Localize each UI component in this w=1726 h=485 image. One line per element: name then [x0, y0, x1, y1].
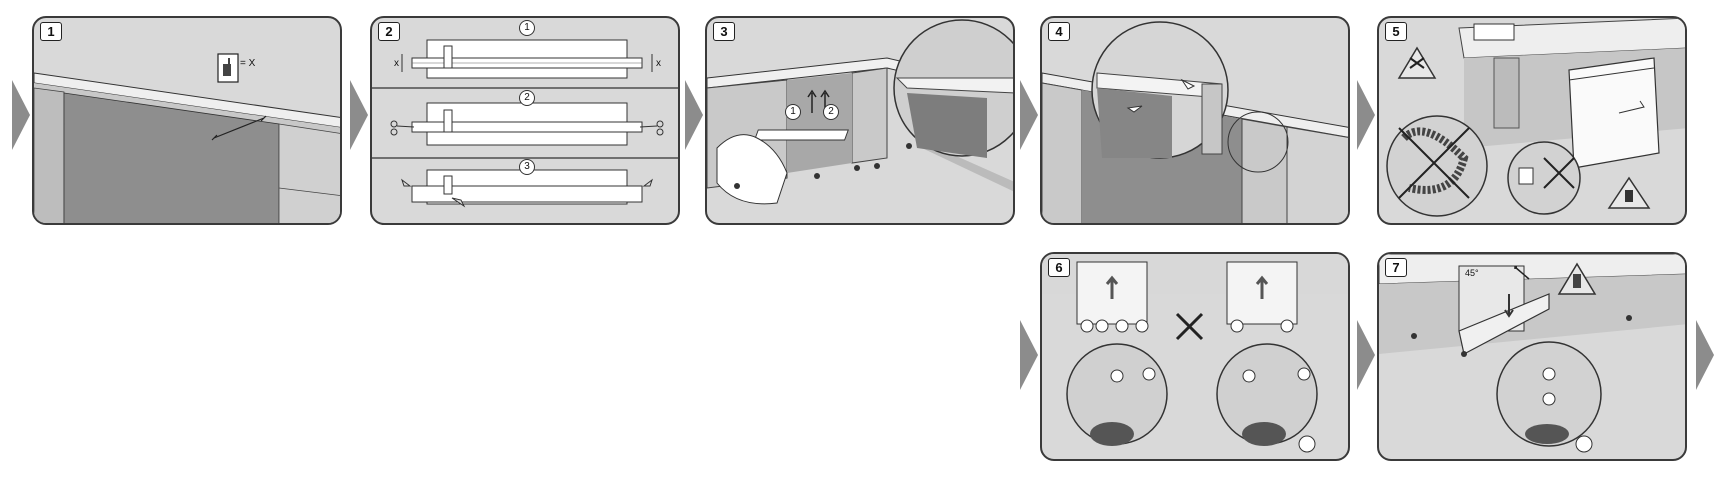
step-panel-1: 1 = X [32, 16, 342, 225]
step-panel-3: 3 1 2 [705, 16, 1015, 225]
step-number: 3 [713, 22, 735, 41]
step-panel-4: 4 [1040, 16, 1350, 225]
door-angle-label: 45° [1465, 268, 1479, 278]
door-balance-illustration [1379, 254, 1685, 453]
step-number: 4 [1048, 22, 1070, 41]
adjust-feet-illustration [1042, 254, 1348, 453]
step-panel-7: 7 45° [1377, 252, 1687, 461]
step-panel-5: 5 [1377, 16, 1687, 225]
clean-niche-illustration [707, 19, 1013, 205]
sub-step-label: 1 [785, 104, 801, 120]
step-number: 2 [378, 22, 400, 41]
chevron-right-icon [350, 80, 368, 150]
sub-step-label: 1 [519, 20, 535, 36]
step-panel-6: 6 [1040, 252, 1350, 461]
step-number: 6 [1048, 258, 1070, 277]
step-number: 7 [1385, 258, 1407, 277]
chevron-right-icon [1020, 320, 1038, 390]
step-number: 5 [1385, 22, 1407, 41]
chevron-right-icon [12, 80, 30, 150]
fit-strip-illustration [1042, 21, 1348, 223]
sub-step-label: 3 [519, 159, 535, 175]
step-number: 1 [40, 22, 62, 41]
worktop-measure-illustration [34, 53, 340, 223]
chevron-right-icon [685, 80, 703, 150]
chevron-right-icon [1357, 320, 1375, 390]
chevron-right-icon [1020, 80, 1038, 150]
step-panel-2: 2 1 2 3 x x [370, 16, 680, 225]
dimension-x-left: x [394, 58, 399, 69]
protective-strip-illustration [372, 39, 678, 208]
chevron-right-icon [1696, 320, 1714, 390]
chevron-right-icon [1357, 80, 1375, 150]
connect-hoses-illustration [1386, 18, 1685, 217]
sub-step-label: 2 [823, 104, 839, 120]
measure-label: = X [240, 58, 256, 69]
dimension-x-right: x [656, 58, 661, 69]
sub-step-label: 2 [519, 90, 535, 106]
